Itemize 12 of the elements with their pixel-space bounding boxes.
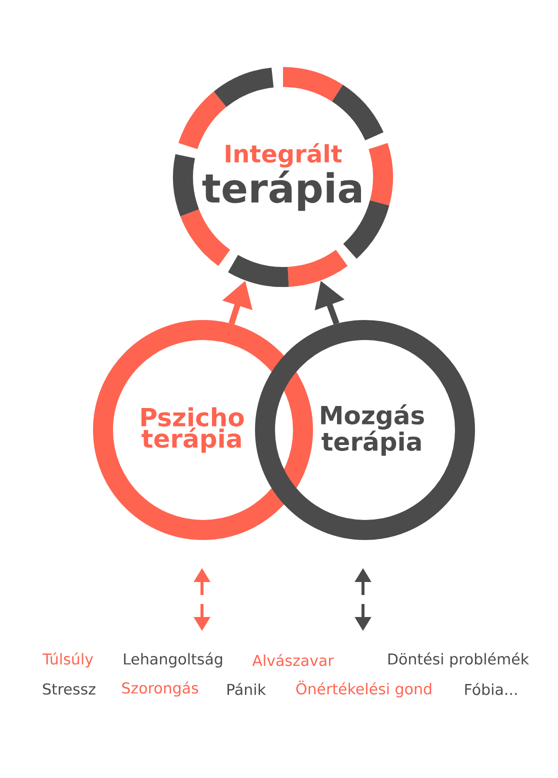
ring-node: Mozgás terápia [255, 320, 475, 540]
symptom-label: Lehangoltság [124, 652, 222, 668]
symptom-label: Szorongás [122, 681, 198, 697]
ring-node: Pszicho terápia [93, 320, 313, 540]
symptom-label: Pánik [228, 682, 266, 696]
symptom-label: Döntési problémék [388, 652, 529, 668]
segmented-ring-node: Integrált terápia [173, 67, 393, 287]
symptom-label: Önértékelési gond [296, 680, 432, 698]
symptom-label: Túlsúly [42, 652, 94, 668]
symptom-label: Alvászavar [252, 654, 334, 666]
symptom-label: Fóbia... [465, 682, 517, 696]
symptom-label: Stressz [43, 683, 96, 695]
